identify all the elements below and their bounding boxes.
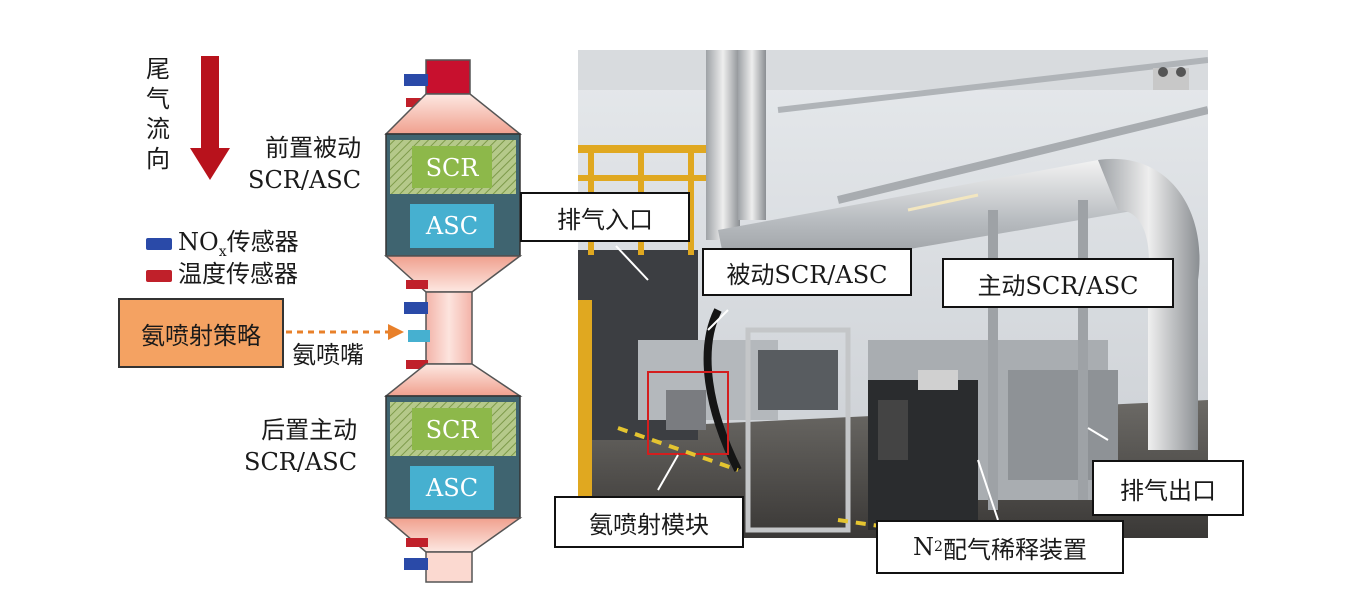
rear-stage-line2: SCR/ASC: [244, 448, 358, 476]
rear-asc-core: [410, 466, 494, 510]
temp-sensor-swatch-icon: [146, 269, 172, 282]
aftertreatment-schematic: SCR ASC SCR ASC: [383, 59, 523, 583]
n2-callout-suffix: 配气稀释装置: [942, 535, 1087, 564]
rear-scr-label: SCR: [426, 416, 480, 444]
strategy-dashed-arrow-icon: [286, 324, 404, 340]
rear-asc-label: ASC: [425, 474, 478, 502]
front-stage-line2: SCR/ASC: [248, 166, 362, 194]
exhaust-outlet-callout: 排气出口: [1092, 460, 1244, 516]
legend-nox-prefix: NO: [178, 228, 219, 256]
photo-frame-cart: [745, 327, 851, 533]
inlet-nox-sensor-icon: [404, 74, 428, 86]
mixing-pipe: [425, 291, 473, 365]
active-scr-asc-callout: 主动SCR/ASC: [942, 258, 1174, 308]
rear-stage-label: 后置主动 SCR/ASC: [244, 414, 357, 478]
front-scr-core: [412, 146, 492, 188]
rear-scr-core: [412, 408, 492, 450]
mid-nox-sensor-icon: [404, 302, 428, 314]
ammonia-nozzle-icon: [408, 330, 430, 342]
legend-nox-sub: x: [218, 243, 227, 260]
outlet-temp-sensor-icon: [406, 538, 428, 547]
front-stage-line1: 前置被动: [265, 134, 362, 162]
photo-vertical-duct-1: [706, 50, 740, 240]
flow-direction-arrow-icon: [190, 56, 230, 180]
ammonia-module-callout: 氨喷射模块: [554, 496, 744, 548]
front-asc-label: ASC: [425, 212, 478, 240]
exhaust-inlet-callout: 排气入口: [520, 192, 690, 242]
ammonia-nozzle-label: 氨喷嘴: [292, 341, 364, 369]
front-scr-label: SCR: [426, 154, 480, 182]
outlet-nox-sensor-icon: [404, 558, 428, 570]
flow-direction-label: 尾气流向: [146, 55, 170, 173]
test-bench-photo: [578, 50, 1208, 538]
n2-callout-prefix: N: [913, 533, 935, 561]
legend-nox-suffix: 传感器: [226, 228, 299, 256]
front-asc-core: [410, 204, 494, 248]
front-stage-label: 前置被动 SCR/ASC: [248, 132, 361, 196]
outlet-pipe: [425, 551, 473, 583]
ammonia-injection-strategy-box: 氨喷射策略: [118, 298, 284, 368]
inlet-pipe: [425, 59, 471, 95]
n2-callout-sub: 2: [934, 539, 943, 555]
passive-scr-asc-callout: 被动SCR/ASC: [702, 248, 912, 296]
legend-temp-sensor: 温度传感器: [146, 260, 298, 288]
rear-stage-line1: 后置主动: [261, 416, 358, 444]
nox-sensor-swatch-icon: [146, 237, 172, 250]
legend-nox-sensor: NOx传感器: [146, 228, 299, 266]
legend-temp-label: 温度传感器: [178, 260, 298, 288]
mid-temp-sensor-bottom-icon: [406, 360, 428, 369]
mid-temp-sensor-top-icon: [406, 280, 428, 289]
